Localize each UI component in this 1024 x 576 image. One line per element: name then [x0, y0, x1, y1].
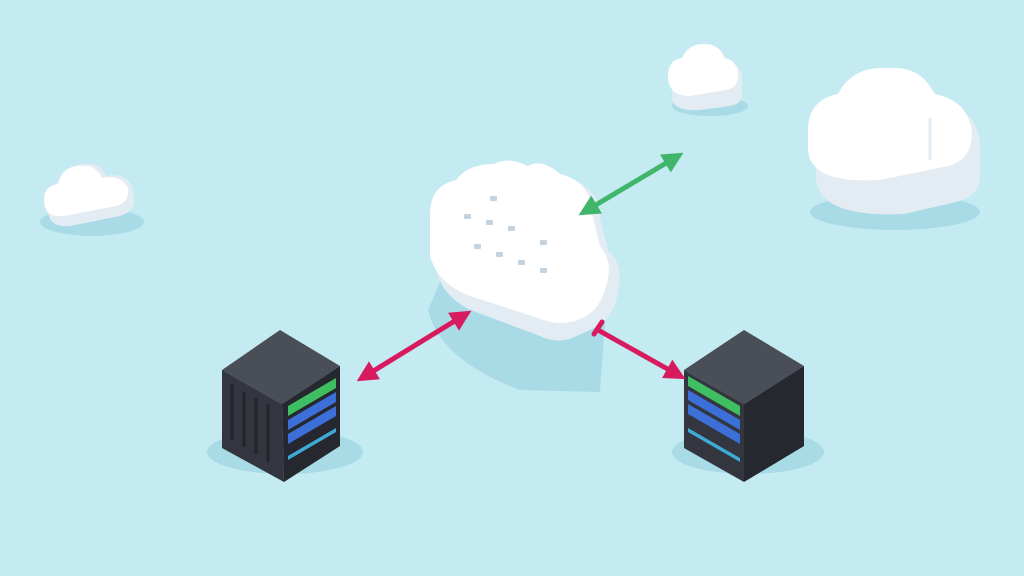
small-cloud-left	[40, 163, 144, 236]
arrow-server-left-to-cloud	[356, 310, 472, 382]
server-left-slots	[288, 378, 336, 460]
large-cloud-right	[808, 67, 980, 230]
server-left	[207, 330, 363, 482]
small-cloud-top	[668, 44, 748, 116]
arrow-cloud-to-server-right	[591, 319, 686, 380]
server-right-slots	[688, 376, 740, 462]
arrow-cloud-to-sky	[578, 152, 684, 216]
server-right	[672, 330, 824, 482]
central-cloud	[428, 160, 620, 392]
